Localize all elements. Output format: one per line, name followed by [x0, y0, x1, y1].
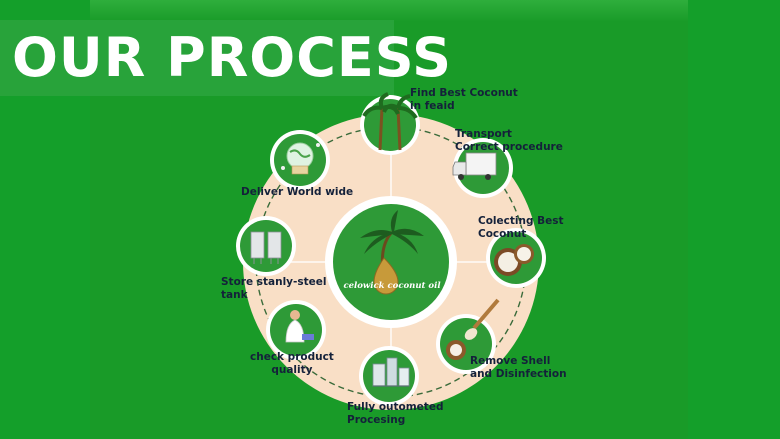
page-title: OUR PROCESS: [12, 26, 453, 89]
brand-label: celowick coconut oil: [343, 281, 441, 291]
step-icon-5: [359, 346, 419, 406]
step-label-3: Colecting Best Coconut: [478, 215, 564, 240]
factory-icon: [372, 357, 410, 387]
step-label-6: check product quality: [250, 351, 334, 376]
step-icon-8: [270, 130, 330, 190]
step-icon-3: [486, 228, 546, 288]
title-banner: [0, 20, 394, 96]
truck-icon: [452, 152, 497, 180]
globe-delivery-icon: [281, 142, 320, 175]
step-icon-6: [266, 300, 326, 360]
step-icon-2: [452, 138, 513, 198]
palm-tree-oil-drop-icon: [360, 210, 424, 295]
center-logo: [325, 196, 457, 328]
panel-top-strip: [90, 0, 688, 22]
steel-tank-icon: [250, 231, 282, 264]
step-icon-1: [360, 92, 420, 155]
coconut-icon: [494, 244, 534, 276]
scientist-icon: [285, 310, 314, 343]
step-label-4: Remove Shell and Disinfection: [470, 355, 567, 380]
step-label-1: Find Best Coconut in feaid: [410, 87, 518, 112]
step-label-8: Deliver World wide: [241, 186, 354, 198]
step-icon-4: [436, 298, 500, 374]
step-label-2: Transport Correct procedure: [455, 128, 563, 153]
palm-trees-icon: [362, 92, 418, 151]
step-icon-7: [236, 216, 296, 276]
step-label-7: Store stanly-steel tank: [221, 276, 327, 301]
step-label-5: Fully outometed Procesing: [347, 401, 444, 426]
spoon-coconut-icon: [446, 298, 500, 360]
